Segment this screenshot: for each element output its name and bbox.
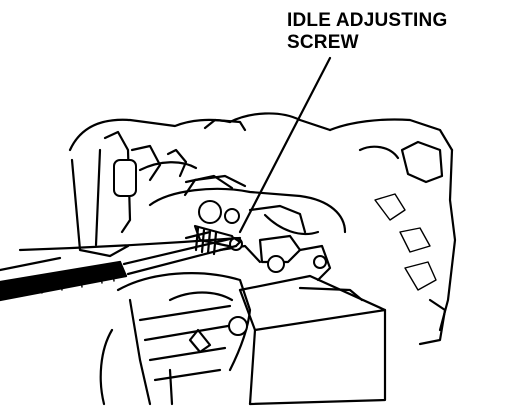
label-line-1: IDLE ADJUSTING — [287, 10, 448, 31]
lower-box — [188, 274, 387, 406]
callout-leader-line — [238, 56, 332, 234]
engine-bay-outline — [68, 112, 457, 346]
left-bracket — [70, 130, 234, 258]
linkage-rod — [18, 236, 242, 252]
air-cleaner-housing — [99, 272, 252, 406]
label-line-2: SCREW — [287, 32, 359, 53]
carburetor-body — [148, 174, 347, 282]
screwdriver-icon — [0, 236, 242, 302]
idle-adjusting-screw-label: IDLE ADJUSTING SCREW — [287, 10, 447, 54]
